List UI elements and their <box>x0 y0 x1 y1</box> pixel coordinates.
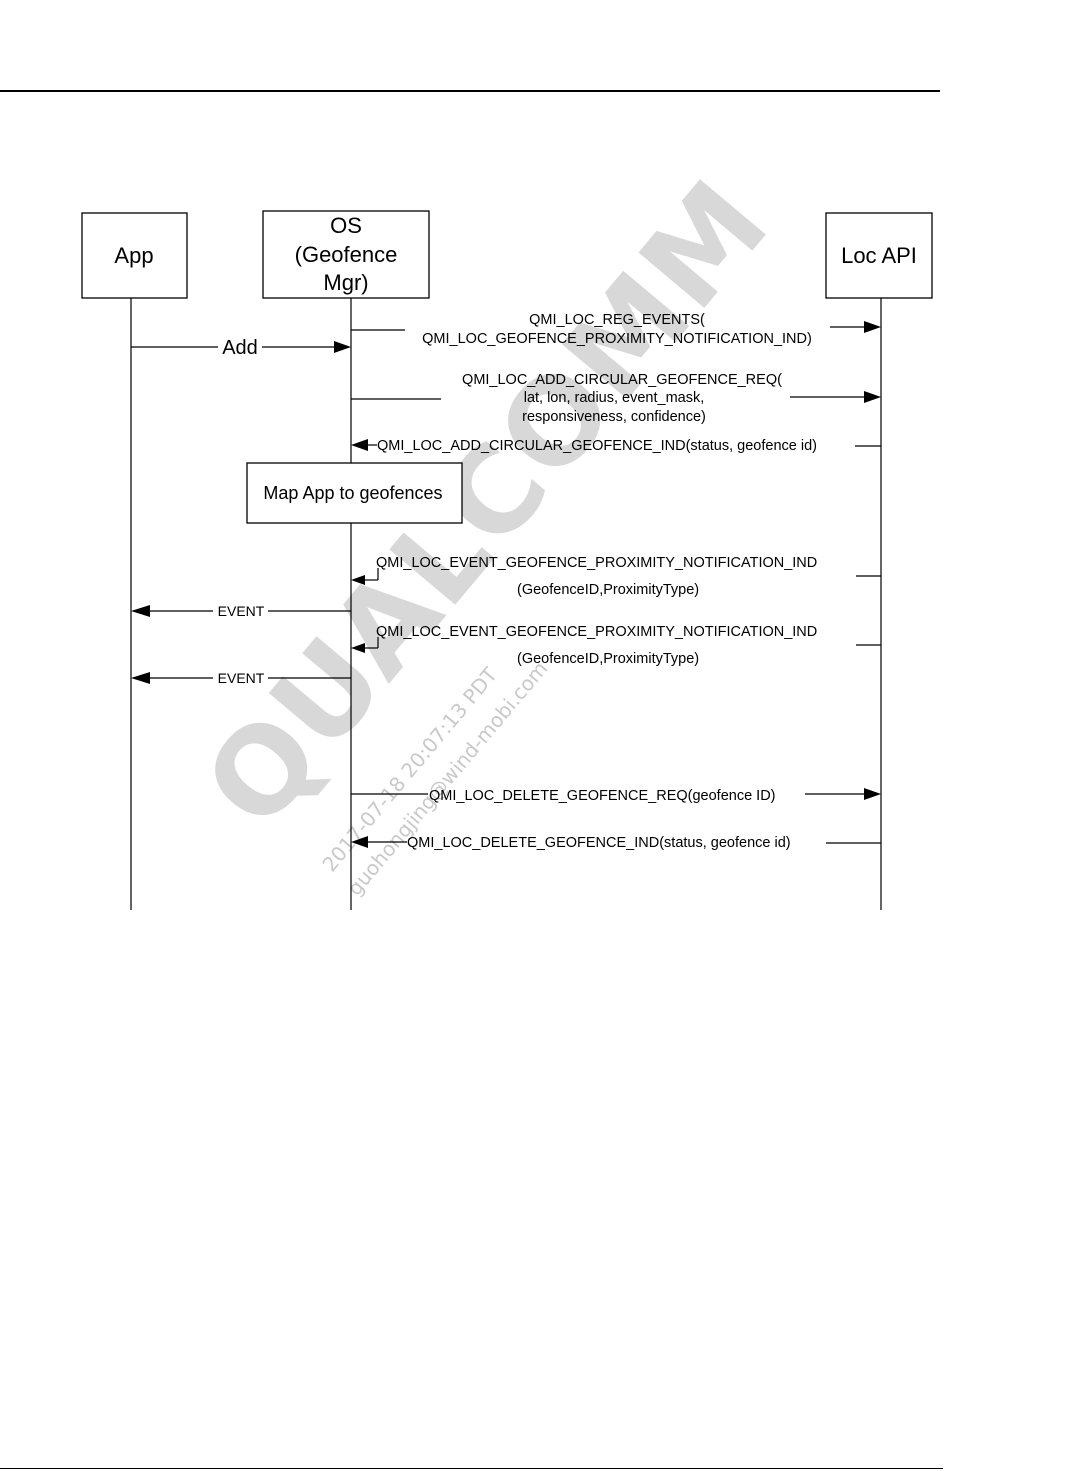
actor-app-label: App <box>114 243 153 268</box>
msg-prox-ind-1-line1: QMI_LOC_EVENT_GEOFENCE_PROXIMITY_NOTIFIC… <box>376 555 817 571</box>
msg-reg-events-line1: QMI_LOC_REG_EVENTS( <box>529 312 705 328</box>
msg-add-req-line2: lat, lon, radius, event_mask, <box>524 390 705 406</box>
arrowhead-right-icon <box>864 321 881 333</box>
arrowhead-right-icon <box>864 788 881 800</box>
msg-add: Add <box>131 337 351 359</box>
msg-reg-events: QMI_LOC_REG_EVENTS( QMI_LOC_GEOFENCE_PRO… <box>351 312 881 347</box>
actor-os: OS (Geofence Mgr) <box>262 210 430 299</box>
actor-loc-api-label: Loc API <box>841 243 917 268</box>
msg-add-label: Add <box>222 337 258 359</box>
msg-delete-ind: QMI_LOC_DELETE_GEOFENCE_IND(status, geof… <box>351 835 881 851</box>
arrowhead-left-icon <box>351 439 368 451</box>
msg-delete-req-label: QMI_LOC_DELETE_GEOFENCE_REQ(geofence ID) <box>429 788 776 804</box>
msg-add-req: QMI_LOC_ADD_CIRCULAR_GEOFENCE_REQ( lat, … <box>351 372 881 425</box>
arrowhead-left-icon <box>351 575 365 585</box>
msg-event-2-label: EVENT <box>218 670 265 686</box>
arrowhead-left-icon <box>351 836 368 848</box>
actor-os-label-line1: OS <box>330 213 362 238</box>
msg-add-ind: QMI_LOC_ADD_CIRCULAR_GEOFENCE_IND(status… <box>351 438 881 454</box>
actor-app: App <box>81 212 188 299</box>
msg-add-req-line3: responsiveness, confidence) <box>522 409 706 425</box>
msg-delete-req: QMI_LOC_DELETE_GEOFENCE_REQ(geofence ID) <box>351 788 881 804</box>
msg-add-req-line1: QMI_LOC_ADD_CIRCULAR_GEOFENCE_REQ( <box>462 372 782 388</box>
arrowhead-left-icon <box>131 672 150 684</box>
msg-prox-ind-2: QMI_LOC_EVENT_GEOFENCE_PROXIMITY_NOTIFIC… <box>351 624 881 667</box>
msg-event-2: EVENT <box>131 670 351 686</box>
msg-reg-events-line2: QMI_LOC_GEOFENCE_PROXIMITY_NOTIFICATION_… <box>422 331 812 347</box>
arrowhead-left-icon <box>131 605 150 617</box>
actor-os-label-line2: (Geofence <box>295 242 398 267</box>
msg-event-1-label: EVENT <box>218 603 265 619</box>
msg-prox-ind-2-line2: (GeofenceID,ProximityType) <box>517 651 699 667</box>
note-map-app: Map App to geofences <box>246 462 463 524</box>
msg-prox-ind-1: QMI_LOC_EVENT_GEOFENCE_PROXIMITY_NOTIFIC… <box>351 555 881 598</box>
arrowhead-right-icon <box>864 391 881 403</box>
msg-prox-ind-1-line2: (GeofenceID,ProximityType) <box>517 582 699 598</box>
msg-prox-ind-2-line1: QMI_LOC_EVENT_GEOFENCE_PROXIMITY_NOTIFIC… <box>376 624 817 640</box>
footer-rule <box>0 1468 943 1469</box>
arrowhead-right-icon <box>334 341 351 353</box>
actor-loc-api: Loc API <box>825 212 933 299</box>
actor-os-label-line3: Mgr) <box>323 270 368 295</box>
msg-add-ind-label: QMI_LOC_ADD_CIRCULAR_GEOFENCE_IND(status… <box>377 438 817 454</box>
header-rule <box>0 90 940 92</box>
msg-delete-ind-label: QMI_LOC_DELETE_GEOFENCE_IND(status, geof… <box>407 835 791 851</box>
msg-event-1: EVENT <box>131 603 351 619</box>
note-map-app-label: Map App to geofences <box>263 483 442 503</box>
arrowhead-left-icon <box>351 643 365 653</box>
